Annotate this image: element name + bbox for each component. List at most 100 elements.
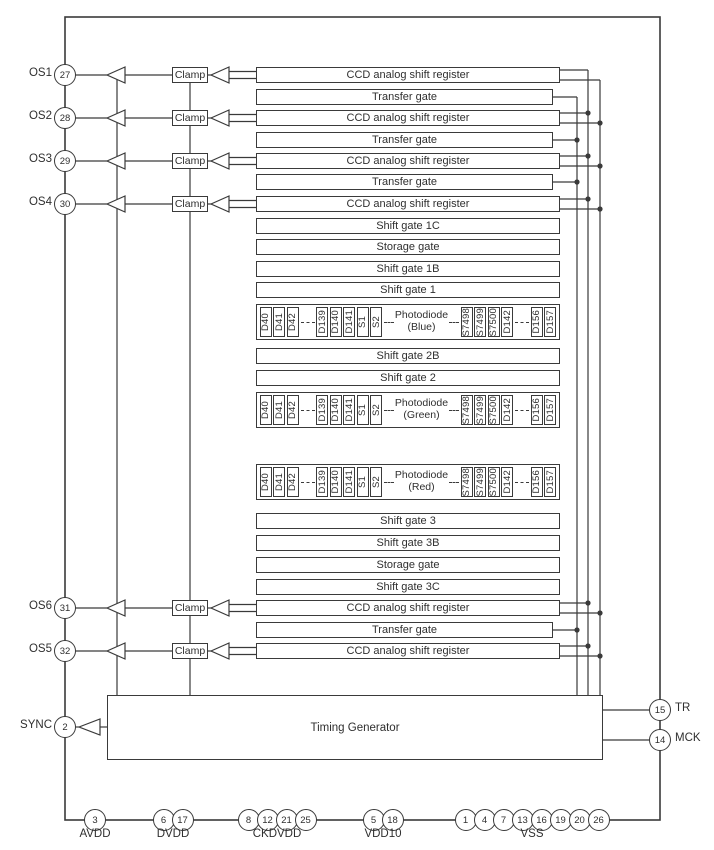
photodiode-cell: D40: [259, 467, 272, 497]
photodiode-cell: D157: [544, 307, 557, 337]
dash-line: [300, 409, 315, 411]
photodiode-name: Photodiode: [394, 397, 449, 410]
photodiode-cell: S1: [356, 307, 369, 337]
photodiode-label: Photodiode(Red): [394, 469, 449, 494]
block-row: Shift gate 2: [256, 370, 560, 386]
photodiode-cell-label: S7499: [474, 307, 486, 337]
block-row: Shift gate 3: [256, 513, 560, 529]
photodiode-cell-label: D142: [501, 398, 513, 422]
photodiode-cell: D40: [259, 307, 272, 337]
photodiode-cell-label: S7498: [461, 395, 473, 425]
photodiode-cell: S7499: [474, 307, 487, 337]
photodiode-cell: D139: [316, 307, 329, 337]
pin-circle-vss-19: 19: [549, 809, 572, 831]
photodiode-cell-label: D157: [544, 470, 556, 494]
clamp-block: Clamp: [172, 110, 208, 126]
output-buffer-icon: [105, 195, 126, 213]
clamp-block: Clamp: [172, 196, 208, 212]
photodiode-color: (Green): [403, 409, 440, 421]
photodiode-cell-label: D41: [273, 472, 285, 492]
left-pin-label-os6: OS6: [28, 600, 52, 612]
pin-circle-vdd10-18: 18: [381, 809, 404, 831]
clamp-buffer-icon: [209, 599, 230, 617]
photodiode-cell: D140: [329, 467, 342, 497]
output-buffer-icon: [105, 642, 126, 660]
dashed-gap: [514, 467, 530, 497]
clamp-buffer-icon: [209, 152, 230, 170]
block-row: Shift gate 1B: [256, 261, 560, 277]
block-row: Shift gate 2B: [256, 348, 560, 364]
photodiode-cell: D139: [316, 395, 329, 425]
right-pin-label-tr: TR: [675, 702, 691, 714]
dashed-gap: [514, 307, 530, 337]
photodiode-color: (Blue): [407, 321, 436, 333]
photodiode-cell-label: D142: [501, 470, 513, 494]
photodiode-cell: D141: [343, 395, 356, 425]
pin-circle-os4: 30: [54, 193, 76, 215]
photodiode-cell: S7498: [460, 467, 473, 497]
clamp-block: Clamp: [172, 600, 208, 616]
photodiode-cell: D42: [286, 307, 299, 337]
photodiode-cell: D140: [329, 395, 342, 425]
photodiode-cell-label: D40: [260, 312, 272, 332]
pin-circle-sync: 2: [54, 716, 76, 738]
dash-line: [515, 321, 529, 323]
photodiode-cell-label: D156: [531, 470, 543, 494]
dash-line: [384, 481, 394, 483]
output-buffer-icon: [105, 66, 126, 84]
photodiode-cell-label: S1: [357, 475, 369, 489]
photodiode-cell: S2: [370, 395, 383, 425]
block-row: Transfer gate: [256, 89, 553, 105]
block-row: Shift gate 3B: [256, 535, 560, 551]
photodiode-cell: S1: [356, 467, 369, 497]
photodiode-cell-label: S7500: [488, 467, 500, 497]
photodiode-name: Photodiode: [394, 469, 449, 482]
block-row: Shift gate 3C: [256, 579, 560, 595]
timing-generator-block: Timing Generator: [107, 695, 603, 760]
pin-circle-mck: 14: [649, 729, 671, 751]
block-row: Storage gate: [256, 239, 560, 255]
block-row: Shift gate 1C: [256, 218, 560, 234]
photodiode-label: Photodiode(Green): [394, 397, 449, 422]
photodiode-cell: S7499: [474, 395, 487, 425]
photodiode-cell: D139: [316, 467, 329, 497]
photodiode-cell: D142: [501, 395, 514, 425]
photodiode-cell: D42: [286, 395, 299, 425]
clamp-buffer-icon: [209, 109, 230, 127]
photodiode-center: Photodiode(Red): [383, 467, 460, 497]
photodiode-cell-label: S7498: [461, 467, 473, 497]
photodiode-cell: S1: [356, 395, 369, 425]
block-row: CCD analog shift register: [256, 153, 560, 169]
bottom-pin-label-dvdd: DVDD: [156, 828, 190, 840]
photodiode-cell-label: D157: [544, 398, 556, 422]
photodiode-cell: D141: [343, 307, 356, 337]
pin-circle-avdd-3: 3: [84, 809, 106, 831]
dashed-gap: [300, 307, 316, 337]
photodiode-cell-label: D141: [343, 310, 355, 334]
photodiode-cell: S7499: [474, 467, 487, 497]
dashed-gap: [514, 395, 530, 425]
photodiode-cell: D156: [530, 307, 543, 337]
photodiode-center: Photodiode(Blue): [383, 307, 460, 337]
sync-buffer-icon: [77, 718, 101, 736]
photodiode-cell-label: D141: [343, 398, 355, 422]
pin-circle-os1: 27: [54, 64, 76, 86]
pin-circle-dvdd-17: 17: [171, 809, 194, 831]
clamp-buffer-icon: [209, 195, 230, 213]
photodiode-cell: D41: [273, 307, 286, 337]
photodiode-cell-label: S7499: [474, 467, 486, 497]
output-buffer-icon: [105, 109, 126, 127]
dash-line: [384, 321, 394, 323]
photodiode-cell: D157: [544, 395, 557, 425]
clamp-buffer-icon: [209, 642, 230, 660]
dashed-gap: [300, 467, 316, 497]
block-row: CCD analog shift register: [256, 600, 560, 616]
dash-line: [515, 481, 529, 483]
photodiode-cell-label: S1: [357, 315, 369, 329]
bottom-pin-label-avdd: AVDD: [79, 828, 111, 840]
clamp-block: Clamp: [172, 153, 208, 169]
photodiode-cell: D142: [501, 307, 514, 337]
photodiode-cell-label: D40: [260, 472, 272, 492]
